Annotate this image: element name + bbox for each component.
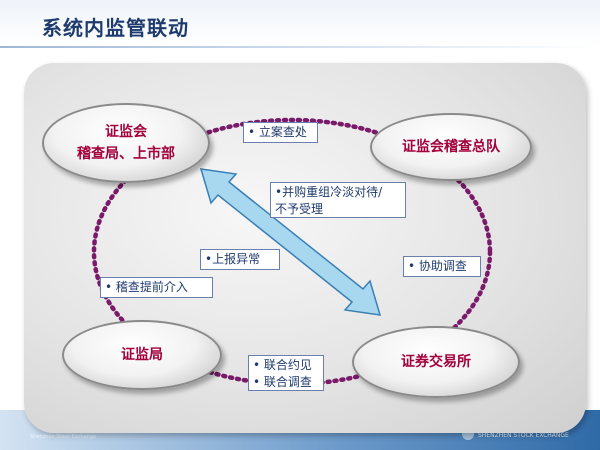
node-csrc-line2: 稽查局、上市部 xyxy=(77,146,175,162)
node-stock-exchange: 证券交易所 xyxy=(352,326,520,398)
header-band xyxy=(0,0,600,46)
node-exchange-label: 证券交易所 xyxy=(401,354,471,370)
slide-title: 系统内监管联动 xyxy=(42,16,189,40)
node-csrc-inspection-corps: 证监会稽查总队 xyxy=(370,113,532,181)
label-merger-line2: 不予受理 xyxy=(275,202,324,216)
double-arrow xyxy=(199,168,382,316)
label-joint-line1: • 联合约见 xyxy=(253,358,312,372)
label-joint-line2: • 联合调查 xyxy=(253,375,312,389)
label-merger-restriction: •并购重组冷淡对待/ 不予受理 xyxy=(270,182,406,218)
node-local-bureau-label: 证监局 xyxy=(121,347,163,363)
label-case-filing: • 立案查处 xyxy=(243,122,318,143)
node-csrc-local-bureau: 证监局 xyxy=(62,320,222,390)
label-early-intervention: • 稽查提前介入 xyxy=(100,277,213,298)
label-report-abnormal: •上报异常 xyxy=(200,249,280,270)
footer-left-text: Shenzhen Stock Exchange xyxy=(30,434,97,440)
node-csrc-inspection-bureau: 证监会 稽查局、上市部 xyxy=(42,103,210,183)
node-corps-label: 证监会稽查总队 xyxy=(402,139,500,155)
label-joint-actions: • 联合约见 • 联合调查 xyxy=(248,355,324,391)
footer-right-text: SHENZHEN STOCK EXCHANGE xyxy=(478,432,569,439)
title-divider xyxy=(0,46,600,48)
node-csrc-line1: 证监会 xyxy=(105,124,147,140)
label-assist-investigation: • 协助调查 xyxy=(403,256,481,277)
label-merger-line1: •并购重组冷淡对待/ xyxy=(275,185,383,199)
